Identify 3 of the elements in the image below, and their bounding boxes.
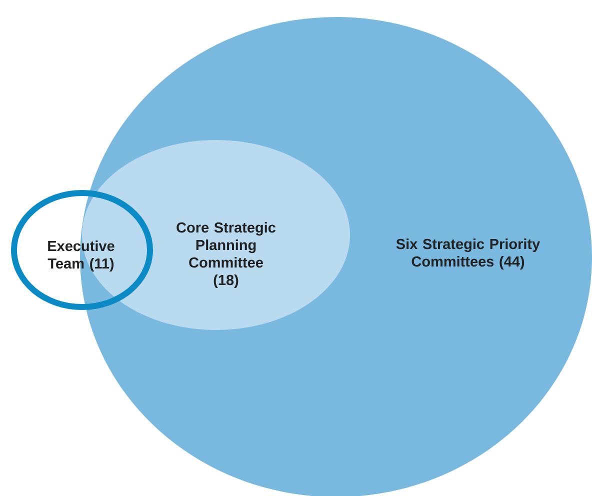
circle-label: Core Strategic Planning Committee (18) — [176, 222, 276, 288]
venn-circle — [11, 190, 153, 310]
circle-label: Six Strategic Priority Committees (44) — [396, 238, 540, 270]
